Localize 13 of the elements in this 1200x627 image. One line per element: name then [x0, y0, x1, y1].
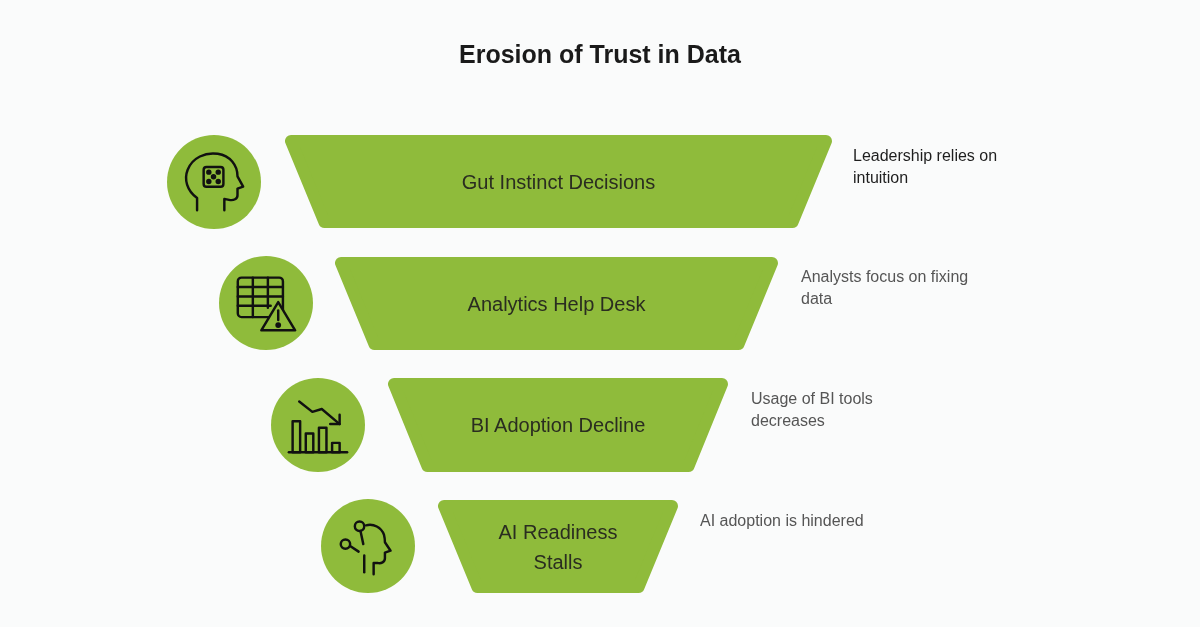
- funnel-band: [335, 257, 778, 350]
- band-label: BI Adoption Decline: [469, 413, 647, 438]
- band-label: AI Readiness Stalls: [497, 519, 619, 575]
- funnel-band: [388, 378, 728, 472]
- note-text: AI adoption is hindered: [700, 511, 864, 531]
- title: Erosion of Trust in Data: [458, 40, 742, 69]
- funnel-band: [285, 135, 832, 228]
- funnel-band: [438, 500, 678, 593]
- note-text: Leadership relies on intuition: [853, 146, 999, 188]
- note-text: Usage of BI tools decreases: [751, 389, 874, 431]
- band-label: Gut Instinct Decisions: [460, 169, 657, 195]
- note-text: Analysts focus on fixing data: [801, 267, 970, 309]
- band-label: Analytics Help Desk: [466, 291, 647, 317]
